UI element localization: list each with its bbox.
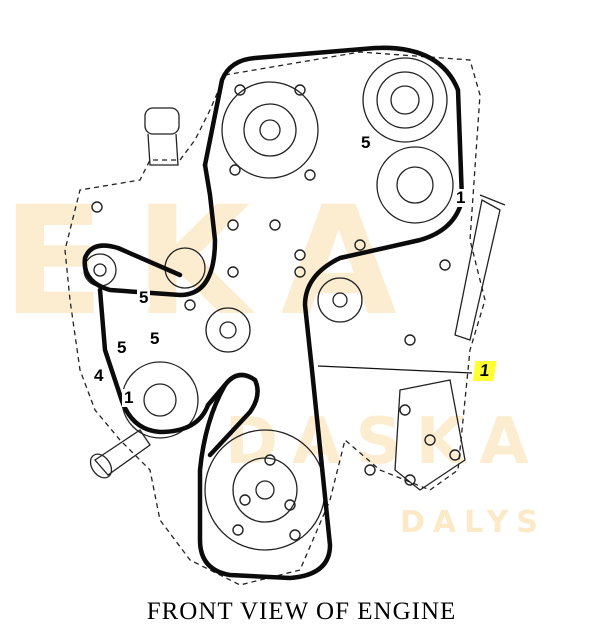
pump-belt (97, 287, 228, 435)
alternator-outer (362, 57, 448, 143)
callout-1-water-pump: 1 (122, 388, 136, 407)
callout-1-idler: 1 (454, 188, 468, 207)
fan-pulley-inner (243, 103, 297, 157)
diagram-caption: FRONT VIEW OF ENGINE (146, 598, 457, 625)
upper-drive-belt (197, 45, 465, 581)
fan-pulley-outer (221, 81, 319, 179)
lower-drive-belt (207, 372, 260, 458)
idler-pulley-outer (376, 146, 454, 224)
crank-pulley-outer (204, 429, 326, 551)
housing-outline (64, 51, 486, 586)
left-belt (82, 162, 218, 298)
callout-5-left-b: 5 (115, 338, 129, 357)
belt-leader-line (317, 365, 473, 374)
bolt-holes (91, 84, 461, 541)
callout-4-left: 4 (92, 366, 106, 385)
tensioner-pulley (317, 277, 363, 323)
callout-5-left-a: 5 (148, 329, 162, 348)
callout-5-top: 5 (359, 133, 373, 152)
callout-5-left-upper: 5 (137, 288, 151, 307)
watermark-small: DALYS (400, 505, 546, 540)
callout-1-belt-highlighted: 1 (472, 361, 497, 381)
